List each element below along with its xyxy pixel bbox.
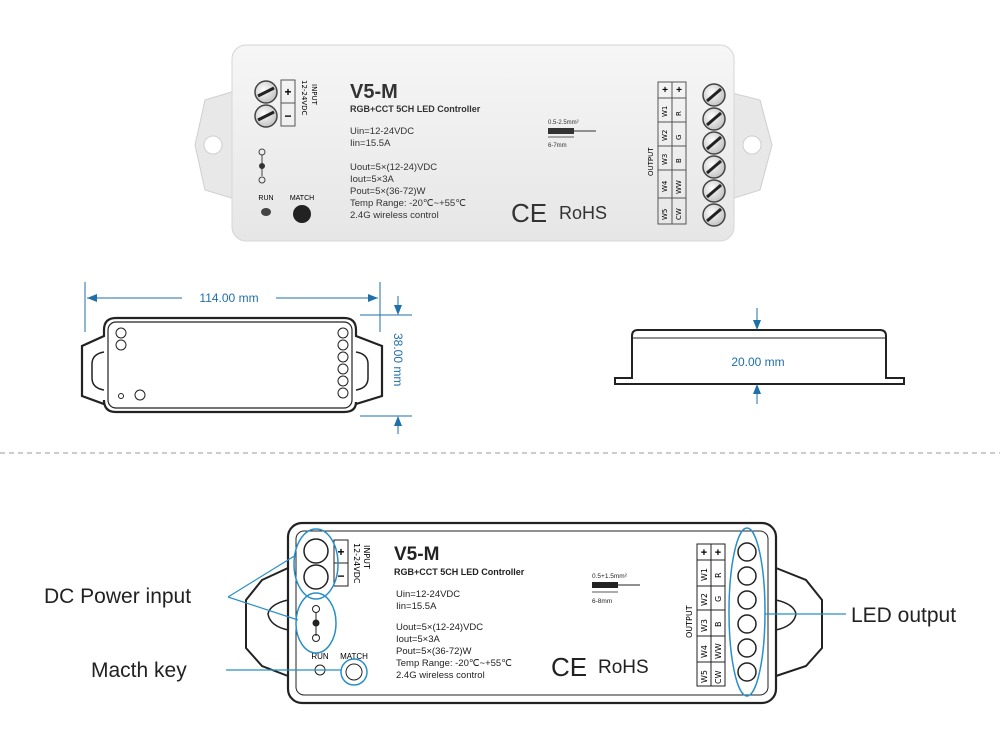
labeled-wire-strip: 6-8mm — [592, 598, 612, 605]
labeled-model-name: V5-M — [394, 544, 439, 565]
spec-temp: Temp Range: -20℃~+55℃ — [350, 198, 466, 209]
svg-text:+: + — [662, 85, 668, 96]
labeled-out-color-cw: CW — [714, 670, 723, 684]
labeled-spec-iout: Iout=5×3A — [396, 634, 441, 645]
out-ch-w2-top: W2 — [661, 130, 669, 141]
labeled-output-label: OUTPUT — [685, 605, 694, 638]
output-table-bottom: + + W1 R W2 G W3 B W4 WW W5 CW OUTPUT — [685, 543, 726, 687]
out-ch-w4-top: W4 — [661, 180, 669, 192]
out-ch-w1-top: W1 — [661, 106, 669, 117]
callout-led-output: LED output — [851, 604, 956, 627]
out-color-cw-top: CW — [675, 208, 683, 220]
led-symbol-icon — [258, 148, 266, 184]
output-label-top: OUTPUT — [647, 147, 655, 176]
labeled-spec-iin: Iin=15.5A — [396, 601, 437, 612]
labeled-match-button[interactable] — [345, 663, 363, 681]
labeled-spec-temp: Temp Range: -20℃~+55℃ — [396, 658, 512, 669]
labeled-input-minus: − — [337, 569, 344, 583]
run-indicator — [261, 208, 271, 216]
labeled-out-color-g: G — [714, 596, 723, 602]
svg-text:+: + — [701, 547, 707, 559]
height-dimension: 20.00 mm — [731, 355, 784, 369]
out-ch-w3-top: W3 — [661, 154, 669, 165]
led-output-highlight — [728, 527, 766, 697]
spec-wireless: 2.4G wireless control — [350, 210, 439, 221]
right-screw-hole — [742, 135, 762, 155]
top-view-drawing: 114.00 mm 38.00 mm — [80, 282, 412, 434]
side-view-drawing: 20.00 mm — [614, 308, 905, 404]
labeled-input-label: INPUT — [362, 545, 371, 569]
out-color-b-top: B — [675, 158, 683, 163]
labeled-input-plus: + — [337, 545, 344, 559]
input-label: INPUT — [310, 84, 318, 106]
side-view-outline — [614, 329, 905, 385]
labeled-left-ear — [245, 567, 289, 677]
output-table-top: + + W1 R W2 G W3 B W4 WW W5 CW OUTPUT — [647, 81, 687, 225]
callout-match-key: Macth key — [91, 659, 187, 682]
labeled-out-ch-w3: W3 — [700, 619, 709, 632]
labeled-out-color-r: R — [714, 572, 723, 578]
spec-pout: Pout=5×(36-72)W — [350, 186, 426, 197]
housing-body — [231, 44, 735, 242]
wire-strip-top: 6-7mm — [548, 143, 567, 149]
input-terminals — [254, 80, 278, 128]
input-plus: + — [284, 85, 291, 99]
labeled-spec-uin: Uin=12-24VDC — [396, 589, 460, 600]
length-dimension: 114.00 mm — [199, 291, 258, 305]
labeled-out-ch-w4: W4 — [700, 645, 709, 658]
labeled-spec-wireless: 2.4G wireless control — [396, 670, 485, 681]
labeled-out-ch-w2: W2 — [700, 593, 709, 606]
labeled-run-label: RUN — [311, 652, 329, 661]
rohs-mark: RoHS — [559, 203, 607, 223]
labeled-ce-mark: CE — [551, 652, 587, 682]
spec-iin: Iin=15.5A — [350, 138, 391, 149]
output-terminals-top — [702, 83, 726, 227]
match-label: MATCH — [290, 195, 314, 202]
ce-mark: CE — [511, 198, 547, 228]
labeled-out-ch-w1: W1 — [700, 568, 709, 581]
out-color-g-top: G — [675, 135, 683, 140]
labeled-housing — [286, 521, 778, 705]
labeled-spec-uout: Uout=5×(12-24)VDC — [396, 622, 483, 633]
product-subtitle: RGB+CCT 5CH LED Controller — [350, 104, 481, 114]
dc-input-highlight — [293, 528, 339, 600]
wire-spec-top: 0.5-2.5mm² — [548, 120, 579, 126]
labeled-output-terminals — [737, 542, 757, 682]
out-color-ww-top: WW — [675, 180, 683, 194]
input-minus: − — [284, 109, 291, 123]
labeled-led-symbol-icon — [312, 605, 320, 642]
wire-strip-icon — [548, 128, 596, 138]
spec-uout: Uout=5×(12-24)VDC — [350, 162, 437, 173]
run-label: RUN — [258, 195, 273, 202]
spec-iout: Iout=5×3A — [350, 174, 395, 185]
labeled-out-color-ww: WW — [714, 643, 723, 659]
callout-dc-power-input: DC Power input — [44, 585, 191, 608]
match-button[interactable] — [293, 205, 311, 223]
width-dimension: 38.00 mm — [391, 333, 405, 386]
model-name: V5-M — [350, 81, 398, 103]
labeled-input-voltage: 12-24VDC — [352, 543, 361, 584]
spec-uin: Uin=12-24VDC — [350, 126, 414, 137]
labeled-subtitle: RGB+CCT 5CH LED Controller — [394, 567, 525, 577]
labeled-out-ch-w5: W5 — [700, 670, 709, 683]
input-voltage: 12-24VDC — [300, 80, 308, 116]
labeled-match-label: MATCH — [340, 652, 368, 661]
out-color-r-top: R — [675, 111, 683, 116]
labeled-spec-pout: Pout=5×(36-72)W — [396, 646, 472, 657]
product-photo: + − INPUT 12-24VDC RUN MATCH V5-M RGB+CC… — [194, 44, 773, 242]
match-key-highlight — [340, 658, 368, 686]
top-view-outline — [80, 316, 384, 414]
labeled-out-color-b: B — [714, 622, 723, 628]
labeled-wire-spec: 0.5+1.5mm² — [592, 573, 628, 580]
labeled-output-plus: + — [715, 547, 721, 559]
led-symbol-highlight — [295, 592, 337, 654]
left-screw-hole — [203, 135, 223, 155]
labeled-rohs-mark: RoHS — [598, 657, 649, 678]
output-plus-top: + — [676, 85, 682, 96]
labeled-wire-strip-icon — [592, 582, 640, 593]
labeled-right-ear — [775, 567, 823, 677]
out-ch-w5-top: W5 — [661, 209, 669, 220]
labeled-drawing: + − INPUT 12-24VDC RUN MATCH V5-M RGB+CC… — [44, 521, 956, 705]
